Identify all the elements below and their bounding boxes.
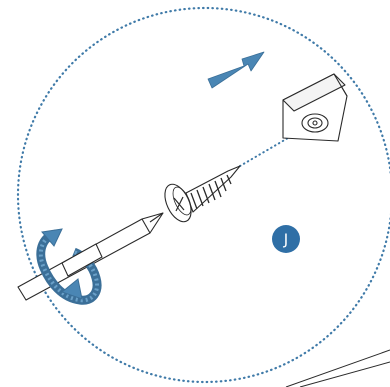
direction-arrow-icon	[208, 52, 264, 88]
step-badge: J	[272, 225, 300, 253]
corner-bracket-icon	[283, 74, 347, 141]
step-label: J	[283, 231, 288, 249]
screw-icon	[160, 166, 240, 226]
